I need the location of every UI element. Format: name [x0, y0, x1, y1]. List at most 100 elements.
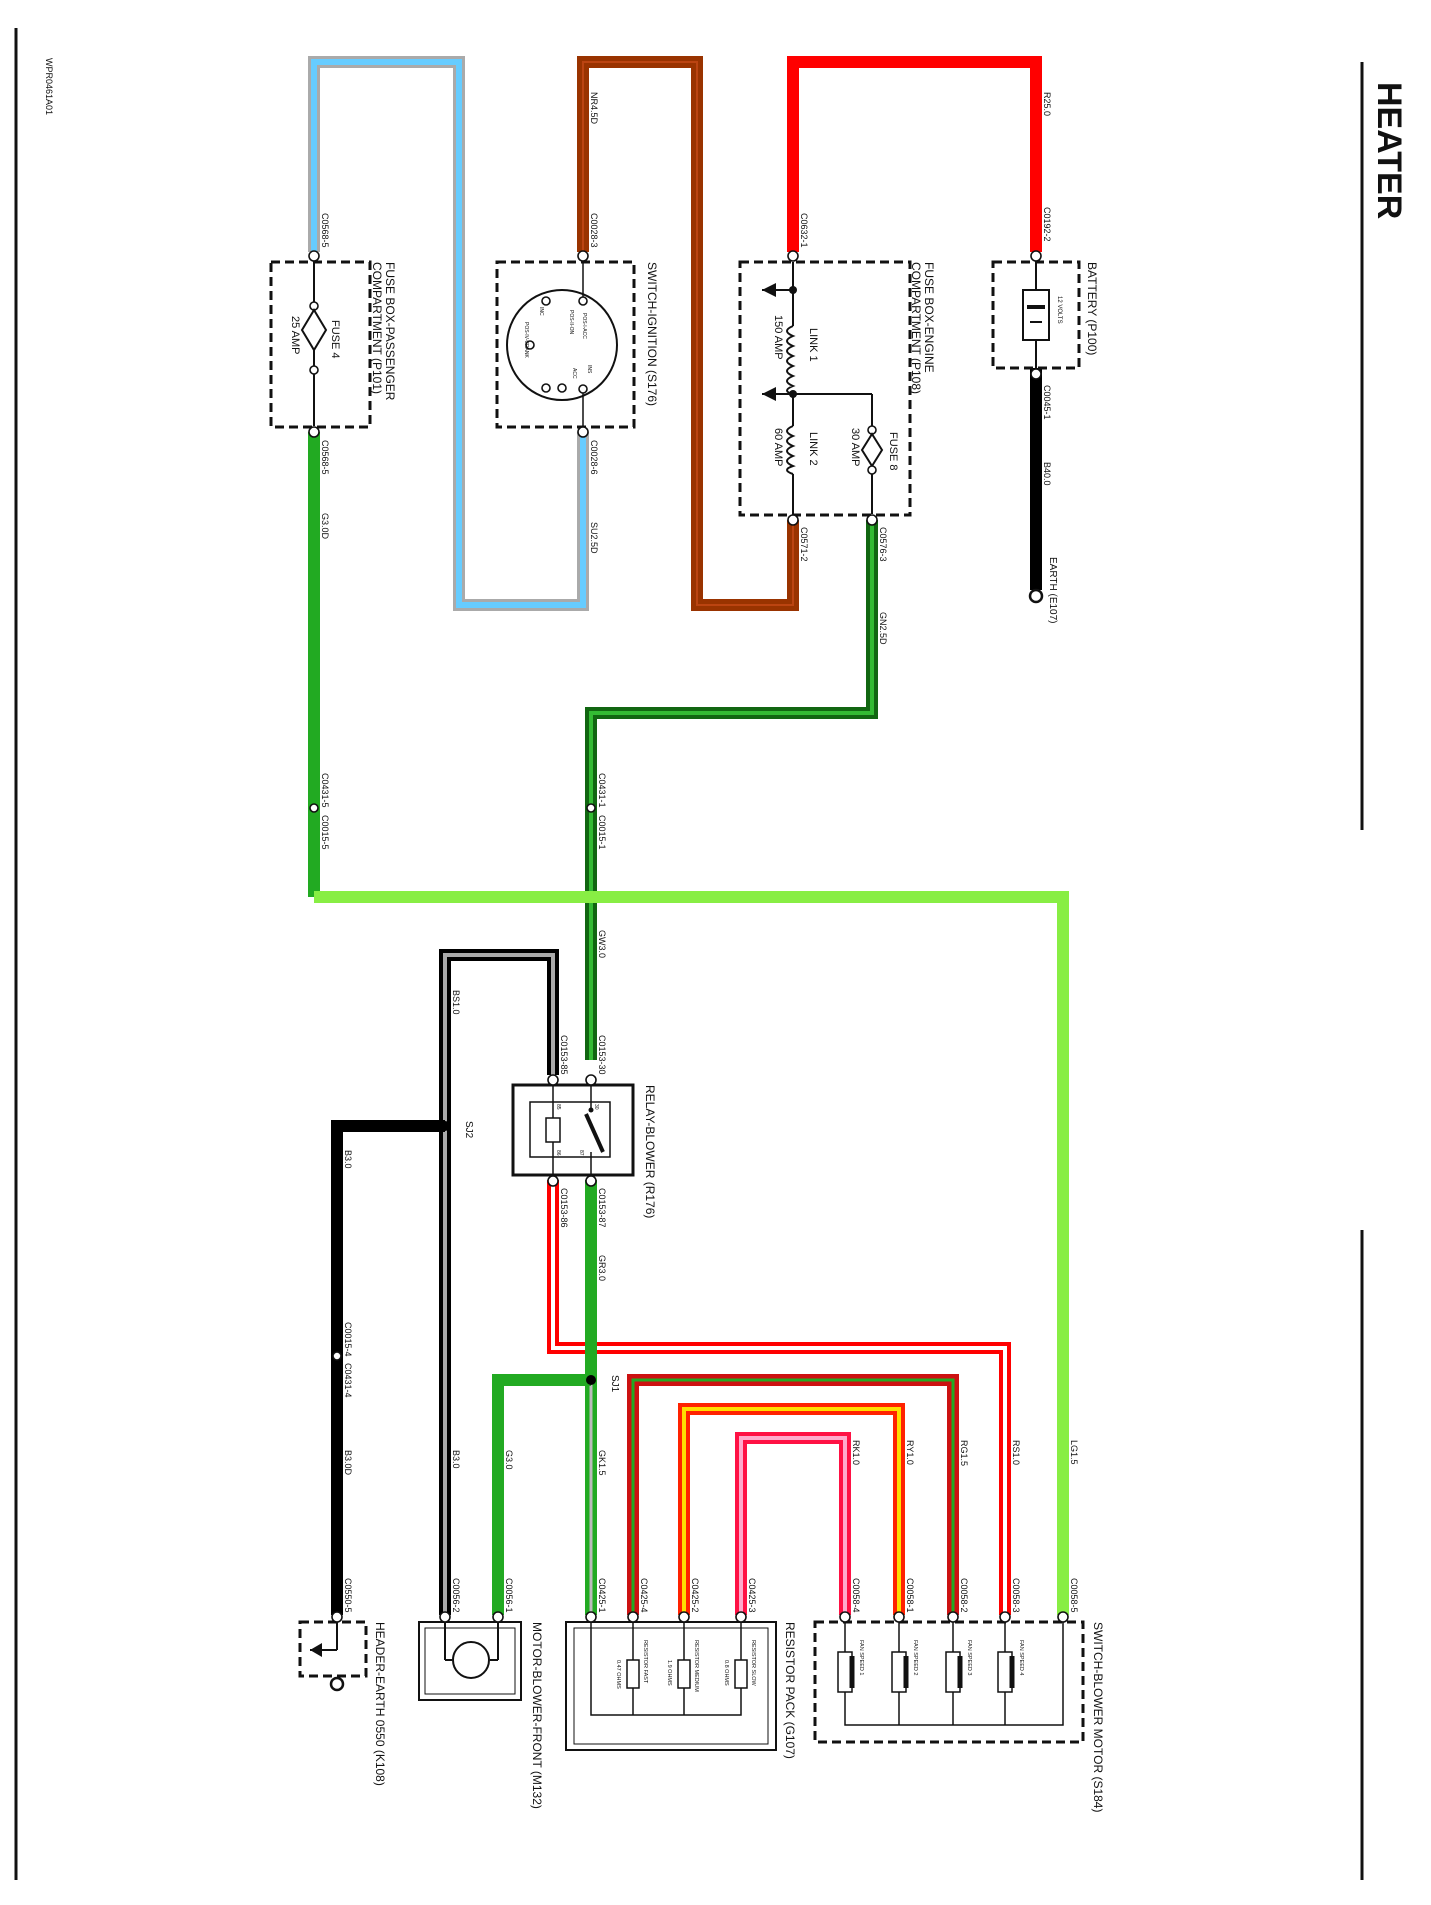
fuse-box-passenger-label2: COMPARTMENT (P101)	[370, 262, 384, 394]
wire-label-bs10: BS1.0	[451, 990, 461, 1015]
fuse4-amp: 25 AMP	[289, 316, 301, 355]
conn-c0153-85: C0153-85	[559, 1035, 569, 1075]
splice-sj2-label: SJ2	[463, 1121, 474, 1139]
splice-sj1	[586, 1375, 596, 1385]
resistor-slow-value: 0.8 OHMS	[723, 1660, 729, 1686]
battery-value: 12 VOLTS	[1056, 296, 1062, 324]
fan-speed-3: FAN SPEED 3	[966, 1640, 972, 1675]
fuse8-label: FUSE 8	[887, 432, 899, 471]
link1-amp: 150 AMP	[772, 315, 784, 360]
switch-blower-motor-s184: FAN SPEED 1 FAN SPEED 2 FAN SPEED 3 FAN …	[813, 1611, 1105, 1812]
conn-c0425-3: C0425-3	[747, 1578, 757, 1613]
conn-c0568-5a: C0568-5	[320, 213, 330, 248]
wire-g30-motor	[492, 1374, 591, 1615]
wire-label-rs10: RS1.0	[1011, 1440, 1021, 1465]
conn-c0192-2: C0192-2	[1042, 207, 1052, 242]
fan-speed-4: FAN SPEED 4	[1018, 1640, 1024, 1675]
conn-c0015-1: C0015-1	[597, 815, 607, 850]
fan-speed-2: FAN SPEED 2	[912, 1640, 918, 1675]
wire-label-nr45: NR4.5D	[589, 92, 599, 125]
conn-c0058-4: C0058-4	[851, 1578, 861, 1613]
wire-label-b40: B40.0	[1042, 462, 1052, 486]
conn-c0015-4: C0015-4	[343, 1322, 353, 1357]
wire-b30-earth	[331, 1120, 445, 1615]
fuse-box-passenger-label1: FUSE BOX-PASSENGER	[383, 262, 397, 401]
earth-e107-label: EARTH (E107)	[1047, 557, 1058, 624]
conn-c0015-5: C0015-5	[320, 815, 330, 850]
conn-c0425-2: C0425-2	[690, 1578, 700, 1613]
battery-label: BATTERY (P100)	[1085, 262, 1099, 355]
wire-label-r25: R25.0	[1042, 92, 1052, 116]
resistor-fast-value: 0.47 OHMS	[615, 1660, 621, 1689]
ign-pos-3: POS-I-ACC	[581, 313, 587, 339]
ign-pos-0: INC	[538, 307, 544, 316]
conn-c0153-30: C0153-30	[597, 1035, 607, 1075]
wire-label-rk10: RK1.0	[851, 1440, 861, 1465]
switch-ignition-s176: INC POS-II-ON POS-IV-CRANK POS-I-ACC ACC…	[495, 250, 659, 438]
ign-pos-2: POS-IV-CRANK	[523, 322, 529, 359]
page-reference: WPR0461A01	[44, 58, 54, 115]
wire-rk10-inner	[739, 1436, 847, 1615]
conn-c0550-5: C0550-5	[343, 1578, 353, 1613]
battery-p100: 12 VOLTS BATTERY (P100)	[991, 250, 1099, 380]
conn-c0153-86: C0153-86	[559, 1188, 569, 1228]
wires	[308, 56, 1069, 1615]
connector-labels: C0192-2 C0045-1 C0632-1 C0571-2 C0576-3 …	[320, 207, 1079, 1613]
wire-label-g30a: G3.0D	[320, 513, 330, 540]
switch-ignition-label: SWITCH-IGNITION (S176)	[645, 262, 659, 406]
fan-speed-1: FAN SPEED 1	[858, 1640, 864, 1675]
wire-labels: R25.0 B40.0 NR4.5D SU2.5D GN2.5D G3.0D G…	[320, 92, 1079, 1476]
conn-c0153-87: C0153-87	[597, 1188, 607, 1228]
wire-su25-inner	[311, 59, 586, 608]
wire-label-gn25: GN2.5D	[878, 612, 888, 645]
page-title: HEATER	[1370, 82, 1408, 219]
conn-c0576-3: C0576-3	[878, 527, 888, 562]
resistor-medium-value: 1.9 OHMS	[666, 1660, 672, 1686]
wire-label-su25: SU2.5D	[589, 522, 599, 554]
conn-c0056-2: C0056-2	[451, 1578, 461, 1613]
fuse4-label: FUSE 4	[329, 320, 341, 359]
conn-c0045-1: C0045-1	[1042, 385, 1052, 420]
relay-blower-label: RELAY-BLOWER (R176)	[643, 1085, 657, 1218]
wire-lg15	[314, 891, 1069, 1615]
conn-c0632-1: C0632-1	[799, 213, 809, 248]
resistor-medium-name: RESISTOR MEDIUM	[693, 1640, 699, 1692]
wire-label-rg15: RG1.5	[959, 1440, 969, 1466]
conn-c0056-1: C0056-1	[504, 1578, 514, 1613]
wire-nr45-outer	[577, 56, 799, 611]
wire-label-gr30: GR3.0	[597, 1255, 607, 1281]
wire-ry10-inner	[682, 1407, 901, 1615]
wire-label-b30c: B3.0D	[343, 1450, 353, 1476]
conn-c0058-2: C0058-2	[959, 1578, 969, 1613]
resistor-fast-name: RESISTOR FAST	[642, 1640, 648, 1684]
wire-label-b30b: B3.0	[451, 1450, 461, 1469]
conn-c0028-3: C0028-3	[589, 213, 599, 248]
ign-pos-5: INS	[586, 365, 592, 374]
earth-e107: EARTH (E107)	[1028, 557, 1058, 624]
wire-rs10-inner	[551, 1180, 1007, 1615]
relay-pin-30: 30	[593, 1104, 599, 1110]
wire-su25-outer	[308, 56, 589, 611]
conn-c0058-1: C0058-1	[905, 1578, 915, 1613]
wire-gn25-inner	[589, 520, 874, 1060]
resistor-slow-name: RESISTOR SLOW	[750, 1640, 756, 1687]
wire-label-gk15: GK1.5	[597, 1450, 607, 1476]
splice-sj2	[440, 1121, 450, 1131]
conn-c0431-4: C0431-4	[343, 1363, 353, 1398]
resistor-pack-g107: RESISTOR SLOW 0.8 OHMS RESISTOR MEDIUM 1…	[565, 1611, 797, 1759]
header-earth-k108: HEADER-EARTH 0550 (K108)	[298, 1611, 387, 1786]
resistor-pack-label: RESISTOR PACK (G107)	[783, 1622, 797, 1759]
relay-pin-87: 87	[578, 1150, 584, 1156]
conn-c0028-6: C0028-6	[589, 440, 599, 475]
conn-c0425-4: C0425-4	[639, 1578, 649, 1613]
fuse-box-engine-p108: LINK 1 150 AMP LINK 2 60 AMP FUSE 8 30 A…	[738, 250, 936, 526]
motor-blower-label: MOTOR-BLOWER-FRONT (M132)	[530, 1622, 544, 1809]
fuse8-amp: 30 AMP	[849, 428, 861, 467]
wire-label-g30b: G3.0	[504, 1450, 514, 1470]
wire-label-b30a: B3.0	[343, 1150, 353, 1169]
wire-label-gw30: GW3.0	[597, 930, 607, 958]
link2-amp: 60 AMP	[772, 428, 784, 467]
relay-pin-86: 86	[555, 1150, 561, 1156]
conn-c0568-5b: C0568-5	[320, 440, 330, 475]
